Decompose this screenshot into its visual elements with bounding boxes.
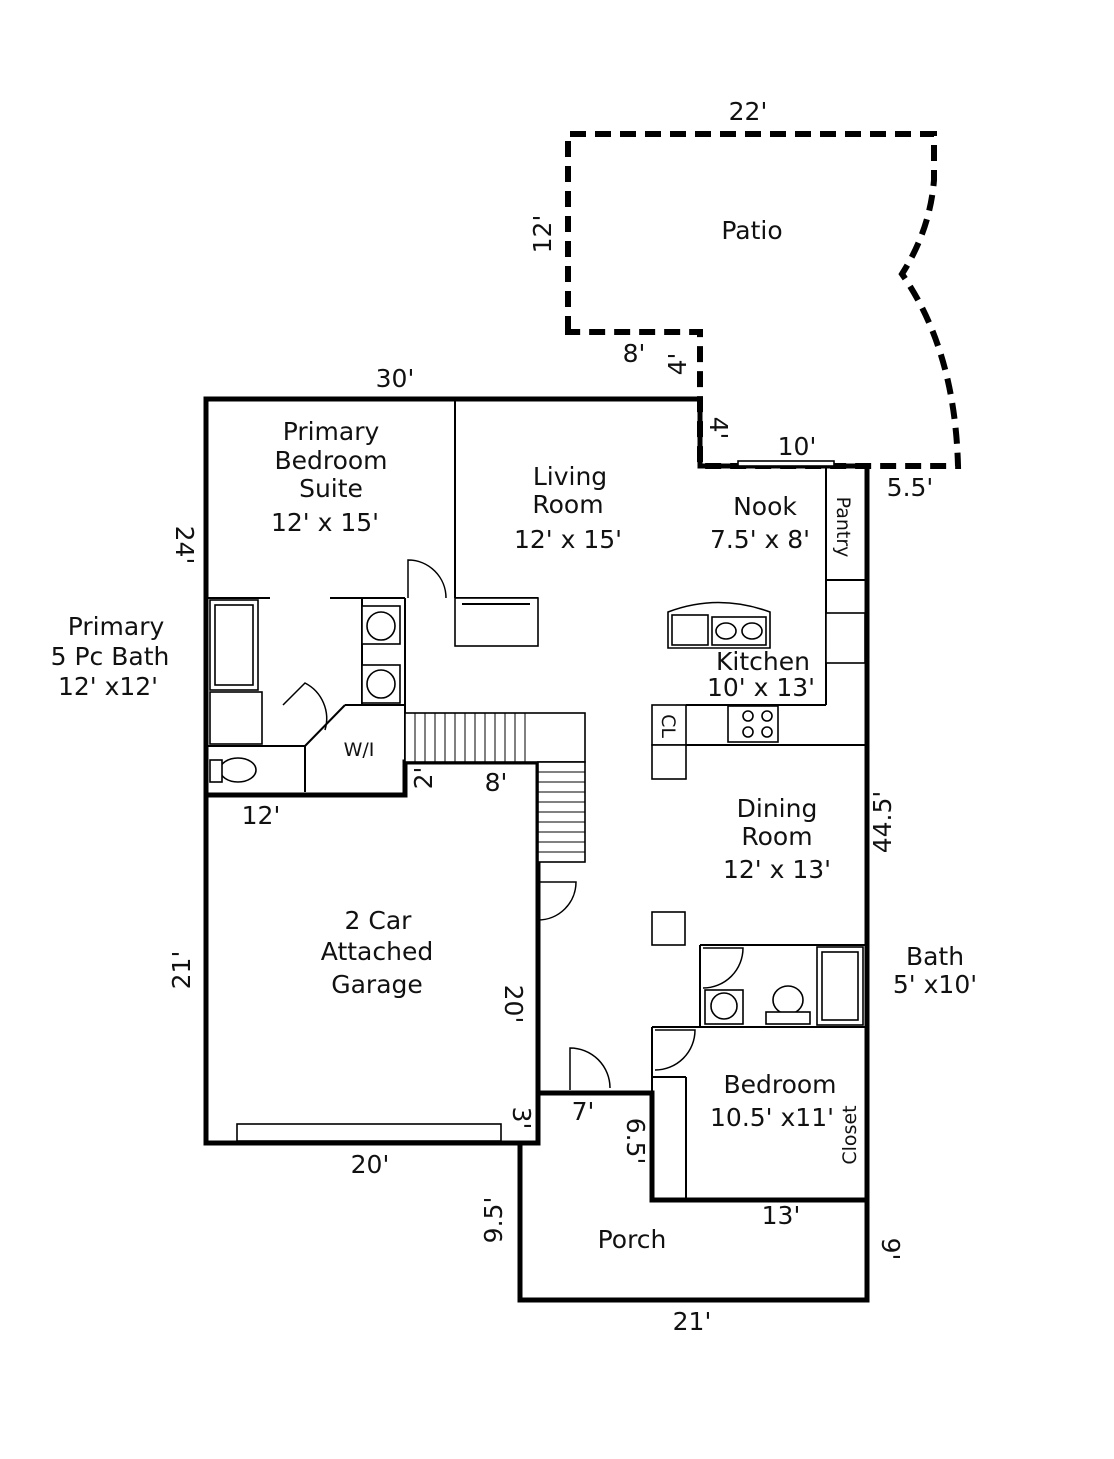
patio-label: Patio [721,216,782,245]
walk-in-label: W/I [344,739,375,761]
dim-patio-depth: 12' [528,215,557,254]
living-room-line2: Room [532,490,603,519]
primary-bath-line2: 5 Pc Bath [51,642,170,671]
porch-label: Porch [598,1225,667,1254]
dim-stair-landing: 2' [409,767,438,790]
fixtures [209,599,864,1026]
dim-entry-depth: 6.5' [621,1118,650,1165]
dim-house-top-width: 30' [376,364,415,393]
dim-garage-depth: 21' [167,951,196,990]
primary-bath-label: Primary 5 Pc Bath 12' x12' [51,612,170,701]
dim-porch-width: 21' [673,1307,712,1336]
dining-room-line2: Room [741,822,812,851]
dim-patio-step-width: 8' [623,339,646,368]
dim-porch-right-depth: 9' [876,1238,905,1261]
primary-bedroom-line3: Suite [299,474,363,503]
primary-bedroom-line2: Bedroom [274,446,387,475]
dim-garage-entry-width: 8' [485,768,508,797]
bedroom-closet-label: Closet [839,1105,861,1164]
dim-porch-left-depth: 9.5' [479,1197,508,1244]
dim-garage-width: 20' [351,1150,390,1179]
dim-garage-jog: 3' [507,1107,536,1130]
dim-nook-right-offset: 5.5' [887,473,934,502]
dim-patio-notch-width: 10' [778,432,817,461]
pantry-label: Pantry [832,497,854,558]
dim-patio-step-depth: 4' [663,353,692,376]
dim-house-right-depth: 44.5' [868,791,897,854]
primary-bedroom-line1: Primary [283,417,380,446]
primary-bedroom-size: 12' x 15' [271,508,379,537]
bedroom-name: Bedroom [723,1070,836,1099]
nook-label: Nook 7.5' x 8' [710,492,810,554]
nook-size: 7.5' x 8' [710,525,810,554]
dim-primary-bath-width: 12' [242,801,281,830]
kitchen-size: 10' x 13' [707,673,815,702]
bath-label: Bath 5' x10' [893,942,977,999]
living-room-line1: Living [533,462,607,491]
cl-closet-label: CL [657,714,679,738]
dim-garage-inner-depth: 20' [499,985,528,1024]
bedroom-size: 10.5' x11' [710,1103,834,1132]
kitchen-label: Kitchen 10' x 13' [707,647,815,702]
dining-room-line1: Dining [737,794,818,823]
dim-patio-notch-depth: 4' [704,417,733,440]
primary-bath-size: 12' x12' [58,672,158,701]
garage-line2: Attached [321,937,433,966]
patio-outline [565,131,962,469]
dining-room-size: 12' x 13' [723,855,831,884]
dim-entry-width: 7' [572,1097,595,1126]
bath-size: 5' x10' [893,970,977,999]
kitchen-name: Kitchen [716,647,810,676]
primary-bath-line1: Primary [68,612,165,641]
nook-name: Nook [733,492,797,521]
garage-line1: 2 Car [345,906,413,935]
dim-patio-width: 22' [729,97,768,126]
door-swings [282,559,744,1090]
primary-bedroom-label: Primary Bedroom Suite 12' x 15' [271,417,388,537]
dim-bedroom-width: 13' [762,1201,801,1230]
dim-house-left-upper: 24' [170,526,199,565]
dining-room-label: Dining Room 12' x 13' [723,794,831,884]
living-room-size: 12' x 15' [514,525,622,554]
living-room-label: Living Room 12' x 15' [514,462,622,554]
garage-line3: Garage [331,970,423,999]
stair-treads [414,713,585,853]
bedroom-label: Bedroom 10.5' x11' [710,1070,837,1132]
bath-name: Bath [906,942,964,971]
garage-label: 2 Car Attached Garage [321,906,433,999]
